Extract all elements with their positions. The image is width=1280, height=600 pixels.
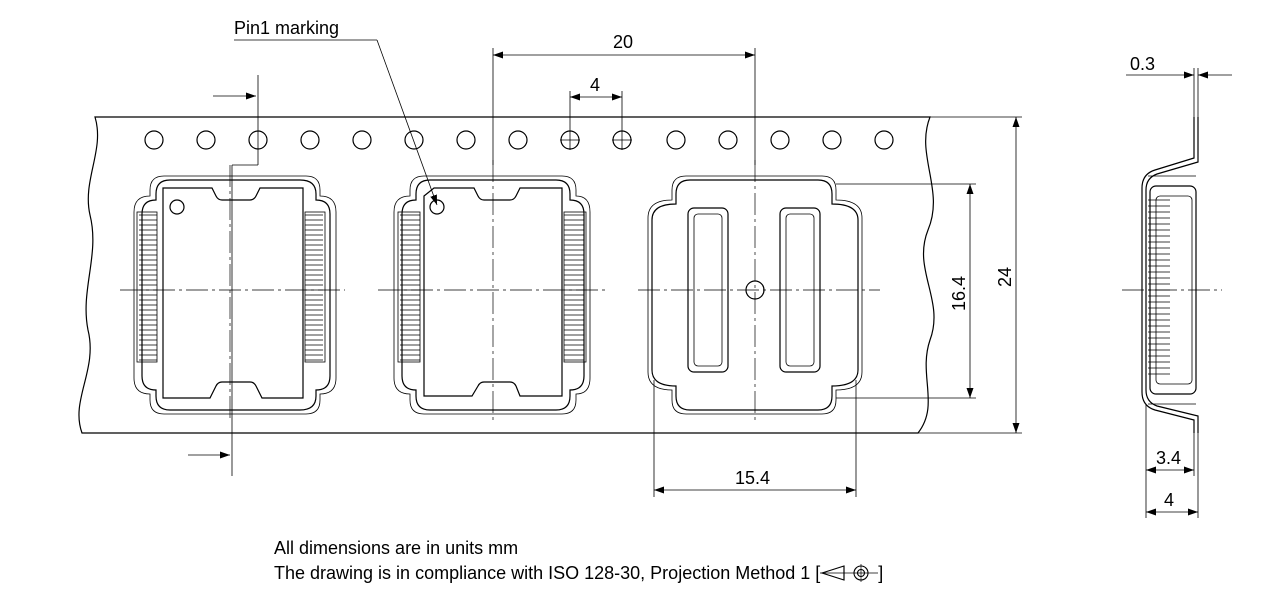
dim-pocket-pitch: 20 [492, 32, 756, 165]
units-note: All dimensions are in units mm [274, 538, 519, 558]
svg-text:4: 4 [590, 75, 600, 95]
pocket-1 [133, 175, 337, 415]
iso-note-end: ] [878, 563, 884, 583]
svg-text:4: 4 [1164, 490, 1174, 510]
svg-text:16.4: 16.4 [949, 276, 969, 311]
svg-text:0.3: 0.3 [1130, 54, 1155, 74]
dim-depth-outer: 4 [1146, 433, 1199, 518]
dim-tape-thickness: 0.3 [1126, 54, 1232, 120]
svg-text:24: 24 [995, 267, 1015, 287]
pin1-leader: Pin1 marking [234, 18, 438, 206]
dim-cavity-width: 15.4 [653, 380, 857, 497]
first-angle-projection-icon [820, 564, 879, 582]
dim-cavity-length: 16.4 [836, 183, 976, 399]
dim-hole-pitch: 4 [569, 75, 623, 150]
iso-note-text: The drawing is in compliance with ISO 12… [274, 563, 821, 583]
section-line [188, 75, 259, 476]
dim-depth-inner: 3.4 [1145, 405, 1195, 518]
center-lines [120, 160, 1222, 420]
svg-text:15.4: 15.4 [735, 468, 770, 488]
carrier-tape [78, 116, 935, 434]
pin1-dot [169, 199, 185, 215]
side-section-view [1141, 117, 1199, 433]
iso-note: The drawing is in compliance with ISO 12… [274, 563, 883, 584]
svg-text:3.4: 3.4 [1156, 448, 1181, 468]
pocket-2 [393, 175, 591, 415]
dim-tape-width: 24 [918, 116, 1022, 434]
pin1-label: Pin1 marking [234, 18, 339, 38]
sprocket-holes [144, 130, 894, 150]
svg-text:20: 20 [613, 32, 633, 52]
